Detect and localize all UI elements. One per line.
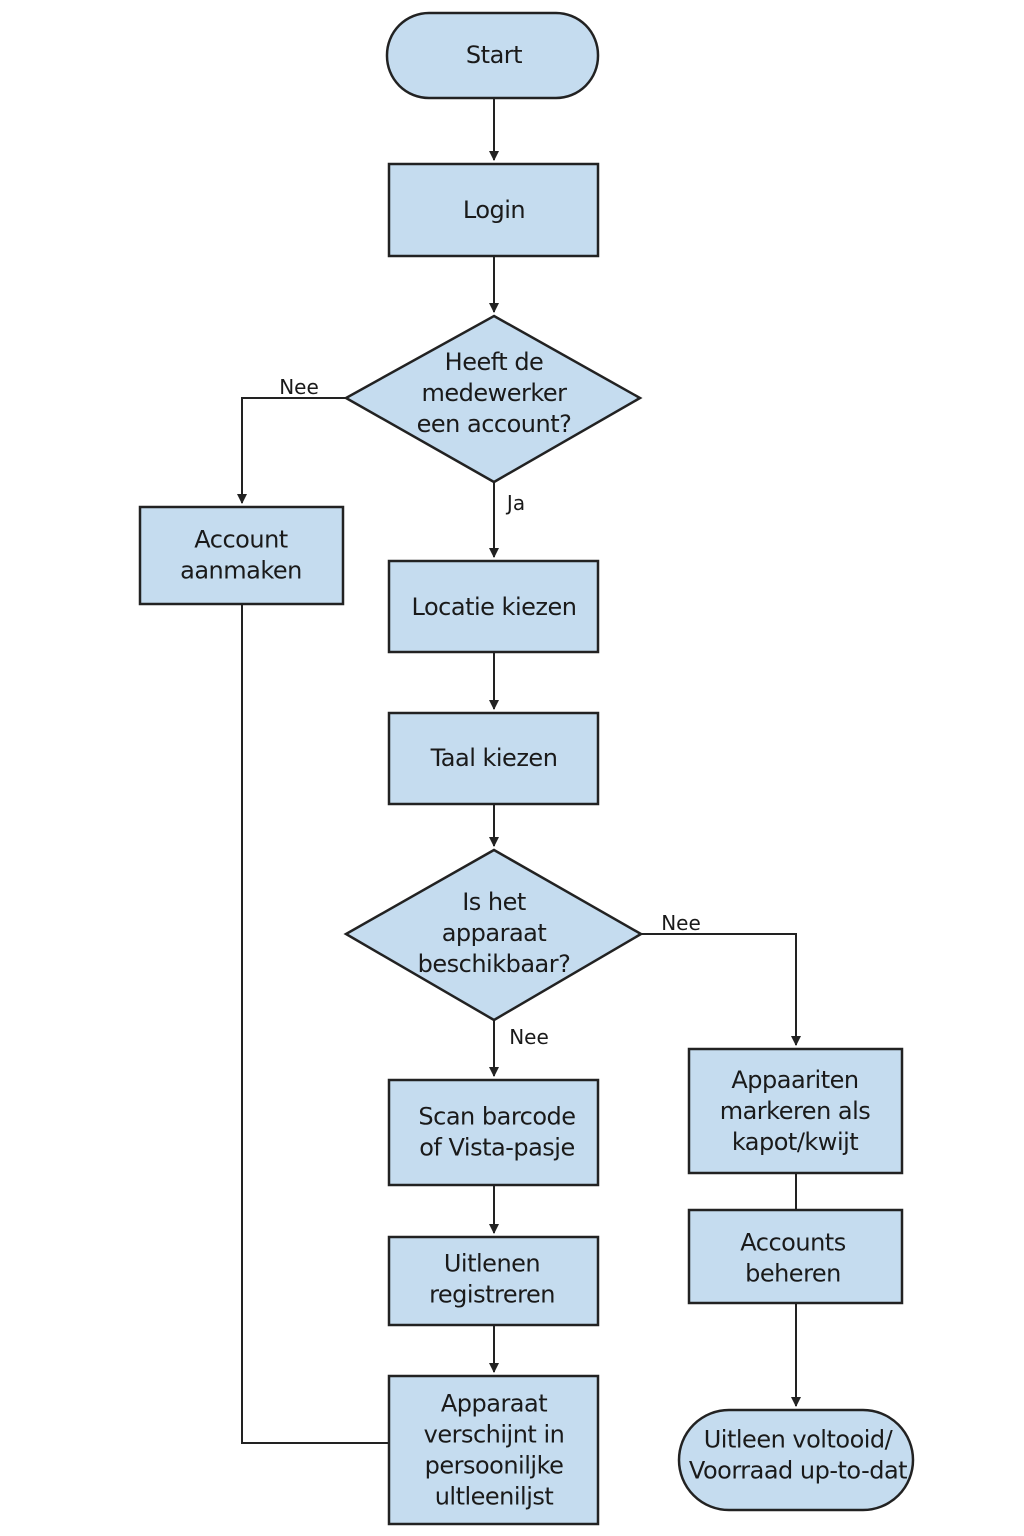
apparaten-markeren-line: kapot/kwijt <box>732 1128 858 1156</box>
taal-kiezen-line: Taal kiezen <box>430 744 558 772</box>
accounts-beheren-text: Accounts beheren <box>740 1229 845 1288</box>
uitlenen-registreren-text: Uitlenen registreren <box>429 1250 555 1309</box>
uitlenen-registreren-line: registreren <box>429 1281 555 1309</box>
apparaten-markeren-node: Appaariten markeren als kapot/kwijt <box>687 1047 904 1175</box>
apparaat-verschijnt-node: Apparaat verschijnt in persooniljke ultleen… <box>387 1374 600 1526</box>
login-node-text: Login <box>463 196 525 224</box>
account-decision-node: Heeft de medewerker een account? <box>343 314 643 484</box>
locatie-kiezen-node: Locatie kiezen <box>387 559 600 654</box>
scan-barcode-line: Scan barcode <box>418 1103 575 1131</box>
account-aanmaken-line: Account <box>194 526 287 554</box>
apparaat-verschijnt-line: verschijnt in <box>424 1421 565 1449</box>
edge-label-account-no: Nee <box>279 375 319 399</box>
accounts-beheren-line: Accounts <box>740 1229 845 1257</box>
apparaat-verschijnt-line: ultleeniljst <box>435 1483 554 1511</box>
account-aanmaken-line: aanmaken <box>180 557 302 585</box>
scan-barcode-line: of Vista-pasje <box>419 1134 574 1162</box>
uitleen-voltooid-node: Uitleen voltooid/Voorraad up-to-dat <box>677 1408 915 1512</box>
scan-barcode-text: Scan barcode of Vista-pasje <box>418 1103 575 1162</box>
edge-decision-markeren <box>641 933 801 1046</box>
login-line: Login <box>463 196 525 224</box>
uitleen-voltooid-text: Uitleen voltooid/Voorraad up-to-dat <box>689 1426 907 1485</box>
start-node: Start <box>385 11 600 100</box>
taal-kiezen-node: Taal kiezen <box>387 711 600 806</box>
locatie-kiezen-text: Locatie kiezen <box>412 593 577 621</box>
apparaat-decision-node: Is het apparaat beschikbaar? <box>343 848 644 1022</box>
apparaat-decision-text: Is het apparaat beschikbaar? <box>418 888 571 978</box>
uitleen-voltooid-line: Voorraad up-to-dat <box>689 1457 907 1485</box>
apparaat-decision-line: beschikbaar? <box>418 950 571 978</box>
apparaat-verschijnt-line: Apparaat <box>441 1390 547 1418</box>
edge-label-account-yes: Ja <box>505 491 525 515</box>
account-aanmaken-node: Account aanmaken <box>138 505 345 606</box>
account-decision-text: Heeft de medewerker een account? <box>417 348 572 438</box>
apparaat-decision-line: Is het <box>462 888 526 916</box>
apparaten-markeren-line: Appaariten <box>731 1066 858 1094</box>
account-aanmaken-text: Account aanmaken <box>180 526 302 585</box>
uitlenen-registreren-line: Uitlenen <box>444 1250 540 1278</box>
edges <box>237 98 801 1444</box>
apparaat-verschijnt-line: persooniljke <box>425 1452 564 1480</box>
start-line: Start <box>466 41 522 69</box>
edge-label-apparaat-right: Nee <box>661 911 701 935</box>
uitleen-voltooid-line: Uitleen voltooid/ <box>704 1426 894 1454</box>
edge-decision-account-aanmaken <box>237 397 346 504</box>
taal-kiezen-text: Taal kiezen <box>430 744 558 772</box>
account-decision-line: een account? <box>417 410 572 438</box>
uitlenen-registreren-node: Uitlenen registreren <box>387 1235 600 1327</box>
login-node: Login <box>387 162 600 258</box>
edge-account-aanmaken-verschijnt <box>241 604 389 1444</box>
accounts-beheren-node: Accounts beheren <box>687 1208 904 1305</box>
apparaten-markeren-line: markeren als <box>720 1097 871 1125</box>
apparaat-decision-line: apparaat <box>442 919 547 947</box>
account-decision-line: Heeft de <box>445 348 544 376</box>
accounts-beheren-line: beheren <box>745 1260 841 1288</box>
edge-label-apparaat-down: Nee <box>509 1025 549 1049</box>
start-node-text: Start <box>466 41 522 69</box>
apparaten-markeren-text: Appaariten markeren als kapot/kwijt <box>720 1066 871 1156</box>
account-decision-line: medewerker <box>421 379 567 407</box>
apparaat-verschijnt-text: Apparaat verschijnt in persooniljke ultleen… <box>424 1390 565 1511</box>
scan-barcode-node: Scan barcode of Vista-pasje <box>387 1078 600 1187</box>
locatie-kiezen-line: Locatie kiezen <box>412 593 577 621</box>
